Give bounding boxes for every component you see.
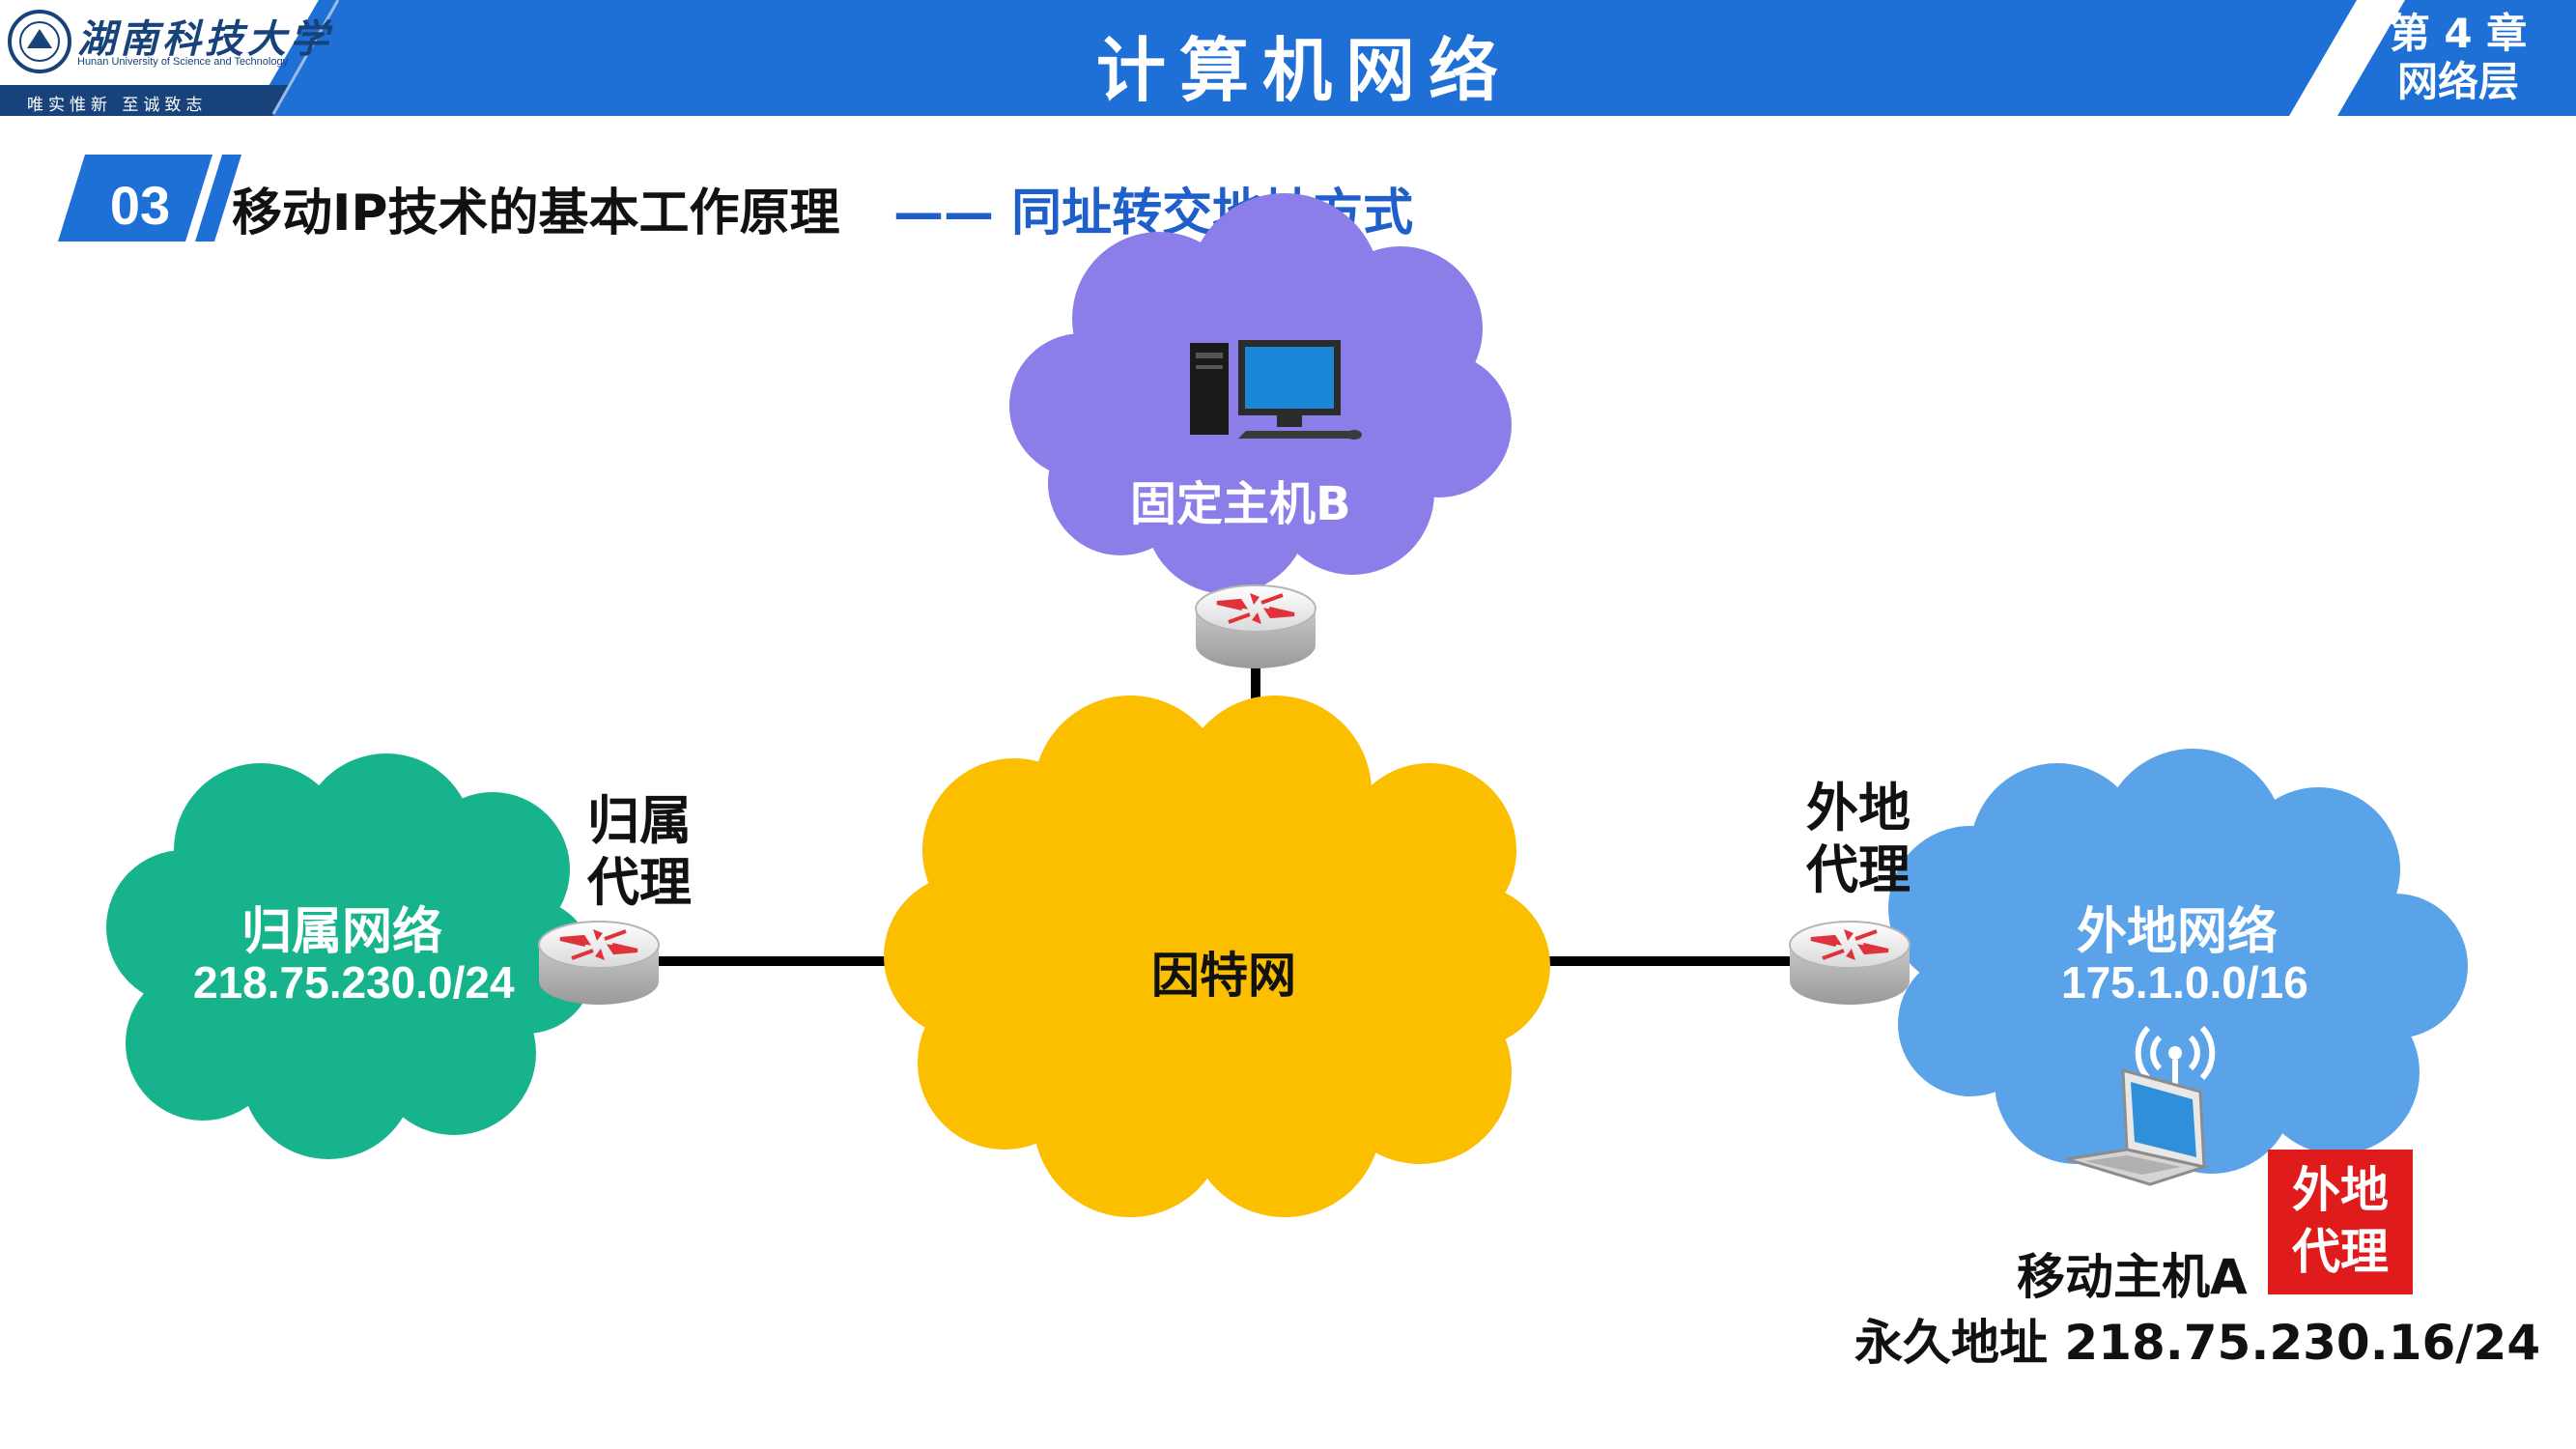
foreign-agent-label: 外地 代理 (1806, 778, 1911, 900)
chapter-indicator: 第 4 章 网络层 (2357, 10, 2560, 106)
university-emblem-icon (8, 10, 71, 73)
chapter-number: 第 4 章 (2389, 10, 2528, 57)
university-name-en: Hunan University of Science and Technolo… (77, 56, 289, 68)
internet-label: 因特网 (1151, 948, 1296, 1004)
fixed-host-label: 固定主机B (1130, 477, 1351, 531)
mobile-host-label: 移动主机A (2017, 1249, 2248, 1305)
mobile-host-permanent-address: 永久地址 218.75.230.16/24 (1854, 1315, 2541, 1371)
desktop-computer-icon (1190, 340, 1362, 440)
section-title: 移动IP技术的基本工作原理 (232, 185, 840, 242)
section-number-badge (58, 155, 241, 242)
home-network-cloud (106, 753, 594, 1159)
section-number: 03 (109, 175, 171, 236)
university-name: 湖南科技大学 (77, 16, 332, 62)
foreign-network-label: 外地网络 (2077, 903, 2279, 961)
home-agent-router-icon (537, 920, 661, 1007)
university-logo: 湖南科技大学 Hunan University of Science and T… (0, 0, 357, 116)
foreign-network-prefix: 175.1.0.0/16 (2061, 957, 2308, 1008)
header-bar: 湖南科技大学 Hunan University of Science and T… (0, 0, 2576, 118)
university-motto: 唯实惟新 至诚致志 (27, 96, 208, 115)
foreign-agent-router-icon (1788, 920, 1911, 1007)
care-of-agent-badge-text: 外地 代理 (2292, 1162, 2389, 1280)
chapter-title: 网络层 (2396, 58, 2519, 105)
fixed-host-router-icon (1194, 583, 1317, 670)
laptop-icon (2066, 1068, 2210, 1186)
internet-cloud (884, 696, 1550, 1217)
home-network-label: 归属网络 (241, 903, 443, 961)
home-agent-label: 归属 代理 (587, 790, 692, 913)
course-title: 计算机网络 (1095, 30, 1512, 111)
care-of-agent-badge: 外地 代理 (2268, 1150, 2413, 1294)
header-background (0, 0, 2576, 118)
home-network-prefix: 218.75.230.0/24 (193, 957, 515, 1008)
foreign-network-cloud (1888, 749, 2468, 1174)
